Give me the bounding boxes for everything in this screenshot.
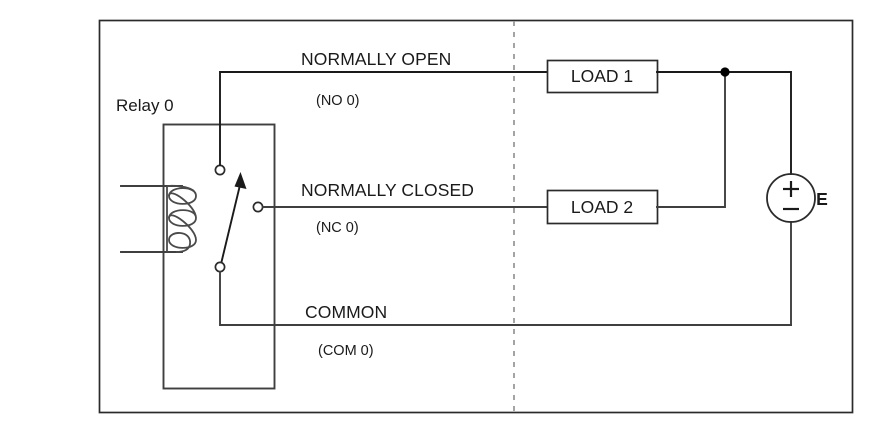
coil-winding-1 bbox=[166, 184, 197, 205]
voltage-source-label: E bbox=[816, 189, 828, 209]
junction-dot bbox=[720, 67, 730, 77]
normally-open-title: NORMALLY OPEN bbox=[301, 49, 451, 69]
normally-closed-title: NORMALLY CLOSED bbox=[301, 180, 474, 200]
wire-normally-open bbox=[219, 71, 548, 166]
coil-winding-3 bbox=[168, 214, 197, 253]
coil-winding-2 bbox=[168, 192, 197, 227]
wire-load2-to-junction bbox=[656, 71, 726, 208]
outer-frame bbox=[98, 19, 854, 414]
switch-armature bbox=[220, 184, 241, 265]
switch-armature-arrowhead bbox=[234, 172, 247, 189]
normally-closed-tag: (NC 0) bbox=[316, 220, 359, 236]
normally-open-tag: (NO 0) bbox=[316, 93, 360, 109]
terminal-no-circle bbox=[214, 164, 226, 176]
common-tag: (COM 0) bbox=[318, 343, 374, 359]
load-2-label: LOAD 2 bbox=[571, 197, 633, 217]
load-1-box bbox=[546, 59, 659, 94]
wire-junction-to-source-top bbox=[724, 71, 792, 175]
wire-common bbox=[219, 271, 792, 326]
terminal-nc-circle bbox=[252, 201, 264, 213]
voltage-source-circle bbox=[766, 173, 816, 223]
relay-label: Relay 0 bbox=[116, 96, 174, 115]
common-title: COMMON bbox=[305, 302, 387, 322]
relay-body-box bbox=[162, 123, 276, 390]
load-1-label: LOAD 1 bbox=[571, 66, 633, 86]
terminal-com-circle bbox=[214, 261, 226, 273]
